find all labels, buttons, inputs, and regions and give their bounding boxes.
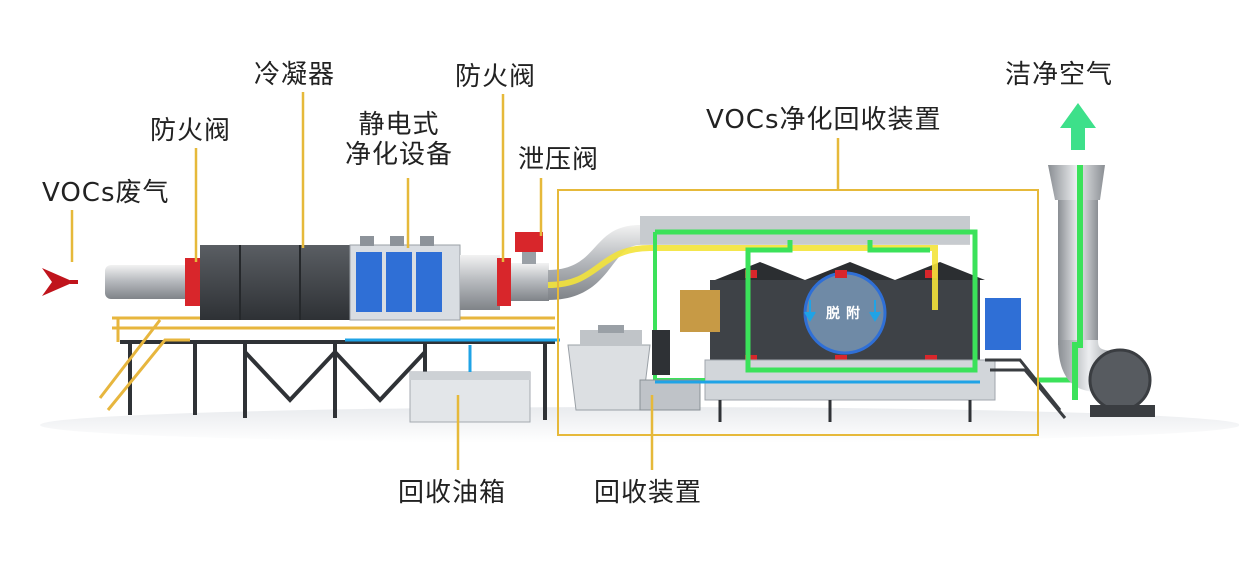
label-fire-damper-1: 防火阀 — [150, 116, 232, 146]
label-adsorption: 脱附 — [826, 306, 866, 322]
condenser-body — [200, 245, 350, 320]
recovery-unit — [639, 379, 701, 411]
label-electrostatic: 静电式 净化设备 — [345, 110, 453, 170]
inlet-arrow-icon — [42, 268, 74, 296]
cooling-tower — [567, 344, 651, 411]
label-electrostatic-line1: 静电式 — [358, 110, 440, 140]
label-recovery-device: 回收装置 — [594, 478, 703, 508]
floor-shadow — [40, 407, 1239, 443]
fire-damper-2 — [497, 258, 511, 306]
label-vocs-exhaust: VOCs废气 — [42, 178, 170, 208]
fan — [1088, 348, 1152, 412]
label-oil-tank: 回收油箱 — [398, 478, 507, 508]
label-clean-air: 洁净空气 — [1005, 60, 1114, 90]
label-fire-damper-2: 防火阀 — [455, 62, 537, 92]
label-electrostatic-line2: 净化设备 — [345, 140, 454, 170]
label-condenser: 冷凝器 — [254, 60, 336, 90]
leader-lines — [70, 92, 840, 470]
support-frame — [120, 340, 555, 420]
chimney-top — [1048, 165, 1105, 200]
yellow-flow-line — [547, 245, 938, 310]
stairs-right — [985, 358, 1067, 419]
oil-tank-body — [409, 371, 531, 423]
vocs-device-frame — [557, 189, 1039, 436]
relief-valve — [515, 232, 543, 252]
label-vocs-purification: VOCs净化回收装置 — [706, 105, 942, 135]
fire-damper-1 — [185, 258, 201, 306]
label-relief-valve: 泄压阀 — [518, 145, 600, 175]
clean-air-arrow-icon — [1060, 103, 1096, 150]
